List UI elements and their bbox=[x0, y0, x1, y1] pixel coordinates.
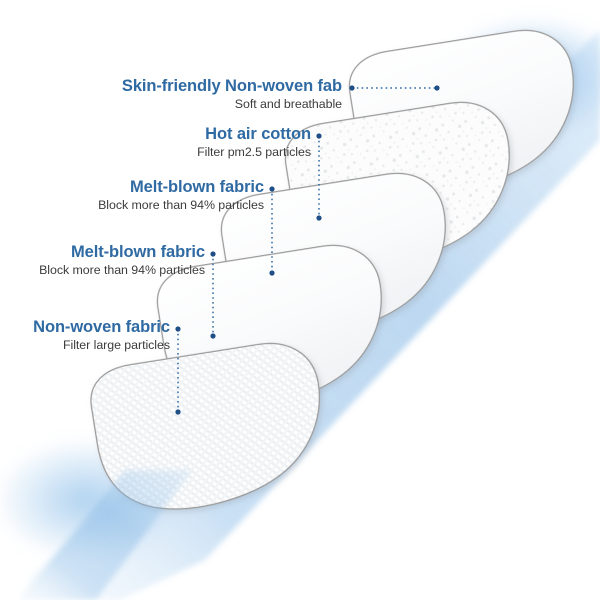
callout-skin-friendly-non-woven-fab: Skin-friendly Non-woven fab Soft and bre… bbox=[121, 77, 342, 112]
callout-melt-blown-fabric-upper: Melt-blown fabric Block more than 94% pa… bbox=[98, 178, 264, 213]
airflow-band-foreground bbox=[18, 470, 192, 600]
leader-dot-skin-friendly-end bbox=[434, 85, 440, 91]
callout-hot-air-cotton: Hot air cotton Filter pm2.5 particles bbox=[197, 125, 311, 160]
callout-non-woven-fabric: Non-woven fabric Filter large particles bbox=[33, 318, 170, 353]
callout-title: Skin-friendly Non-woven fab bbox=[121, 77, 342, 95]
callout-title: Non-woven fabric bbox=[33, 318, 170, 336]
leader-dot-hot-air-cotton-start bbox=[316, 133, 322, 139]
callout-title: Hot air cotton bbox=[205, 125, 311, 143]
leader-dot-skin-friendly-start bbox=[349, 85, 355, 91]
callout-subtitle: Block more than 94% particles bbox=[98, 198, 264, 213]
callout-subtitle: Filter pm2.5 particles bbox=[197, 145, 311, 160]
callout-title: Melt-blown fabric bbox=[71, 243, 205, 261]
callout-melt-blown-fabric-lower: Melt-blown fabric Block more than 94% pa… bbox=[39, 243, 205, 278]
callout-subtitle: Block more than 94% particles bbox=[39, 263, 205, 278]
leader-dot-non-woven-start bbox=[175, 326, 181, 332]
callout-subtitle: Soft and breathable bbox=[234, 97, 342, 112]
callout-title: Melt-blown fabric bbox=[130, 178, 264, 196]
leader-dot-melt-blown-lower-end bbox=[210, 333, 216, 339]
leader-dot-melt-blown-upper-start bbox=[269, 186, 275, 192]
leader-dot-melt-blown-upper-end bbox=[269, 270, 275, 276]
leader-dot-hot-air-cotton-end bbox=[316, 215, 322, 221]
leader-dot-melt-blown-lower-start bbox=[210, 251, 216, 257]
leader-endpoint-dots bbox=[175, 85, 440, 415]
callout-subtitle: Filter large particles bbox=[62, 338, 170, 353]
leader-lines bbox=[177, 87, 437, 412]
leader-dot-non-woven-end bbox=[175, 409, 181, 415]
